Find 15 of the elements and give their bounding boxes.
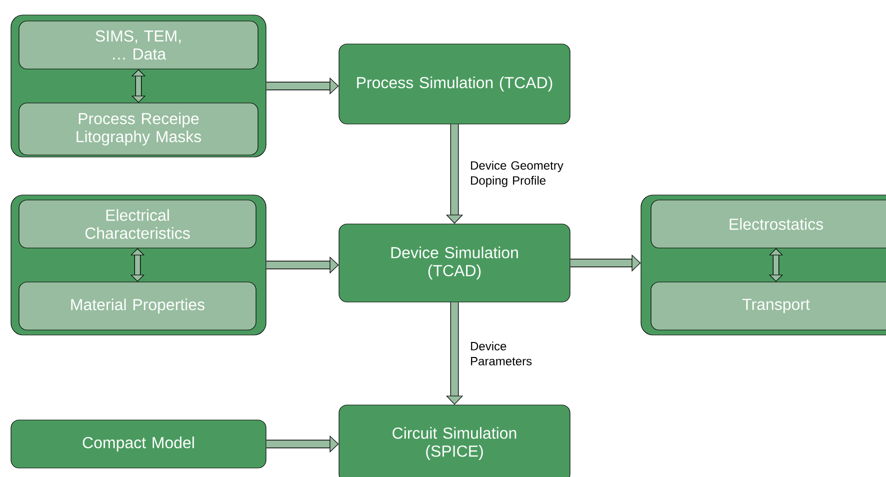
input-box: Material Properties (18, 282, 256, 330)
input-box: Process Receipe Litography Masks (18, 102, 258, 156)
process-box: Device Simulation (TCAD) (338, 224, 570, 302)
edge-label: Device Geometry Doping Profile (471, 160, 564, 188)
input-box: Transport (650, 282, 886, 330)
input-box: Electrical Characteristics (18, 200, 256, 248)
process-box: Circuit Simulation (SPICE) (338, 404, 570, 477)
block-arrow (131, 69, 146, 103)
block-arrow (130, 248, 145, 282)
input-box: SIMS, TEM, … Data (18, 20, 258, 70)
block-arrow (768, 248, 784, 282)
process-box: Process Simulation (TCAD) (338, 44, 570, 124)
input-box: Electrostatics (650, 200, 886, 248)
edge-label: Device Parameters (471, 342, 532, 366)
process-box: Compact Model (10, 420, 266, 468)
